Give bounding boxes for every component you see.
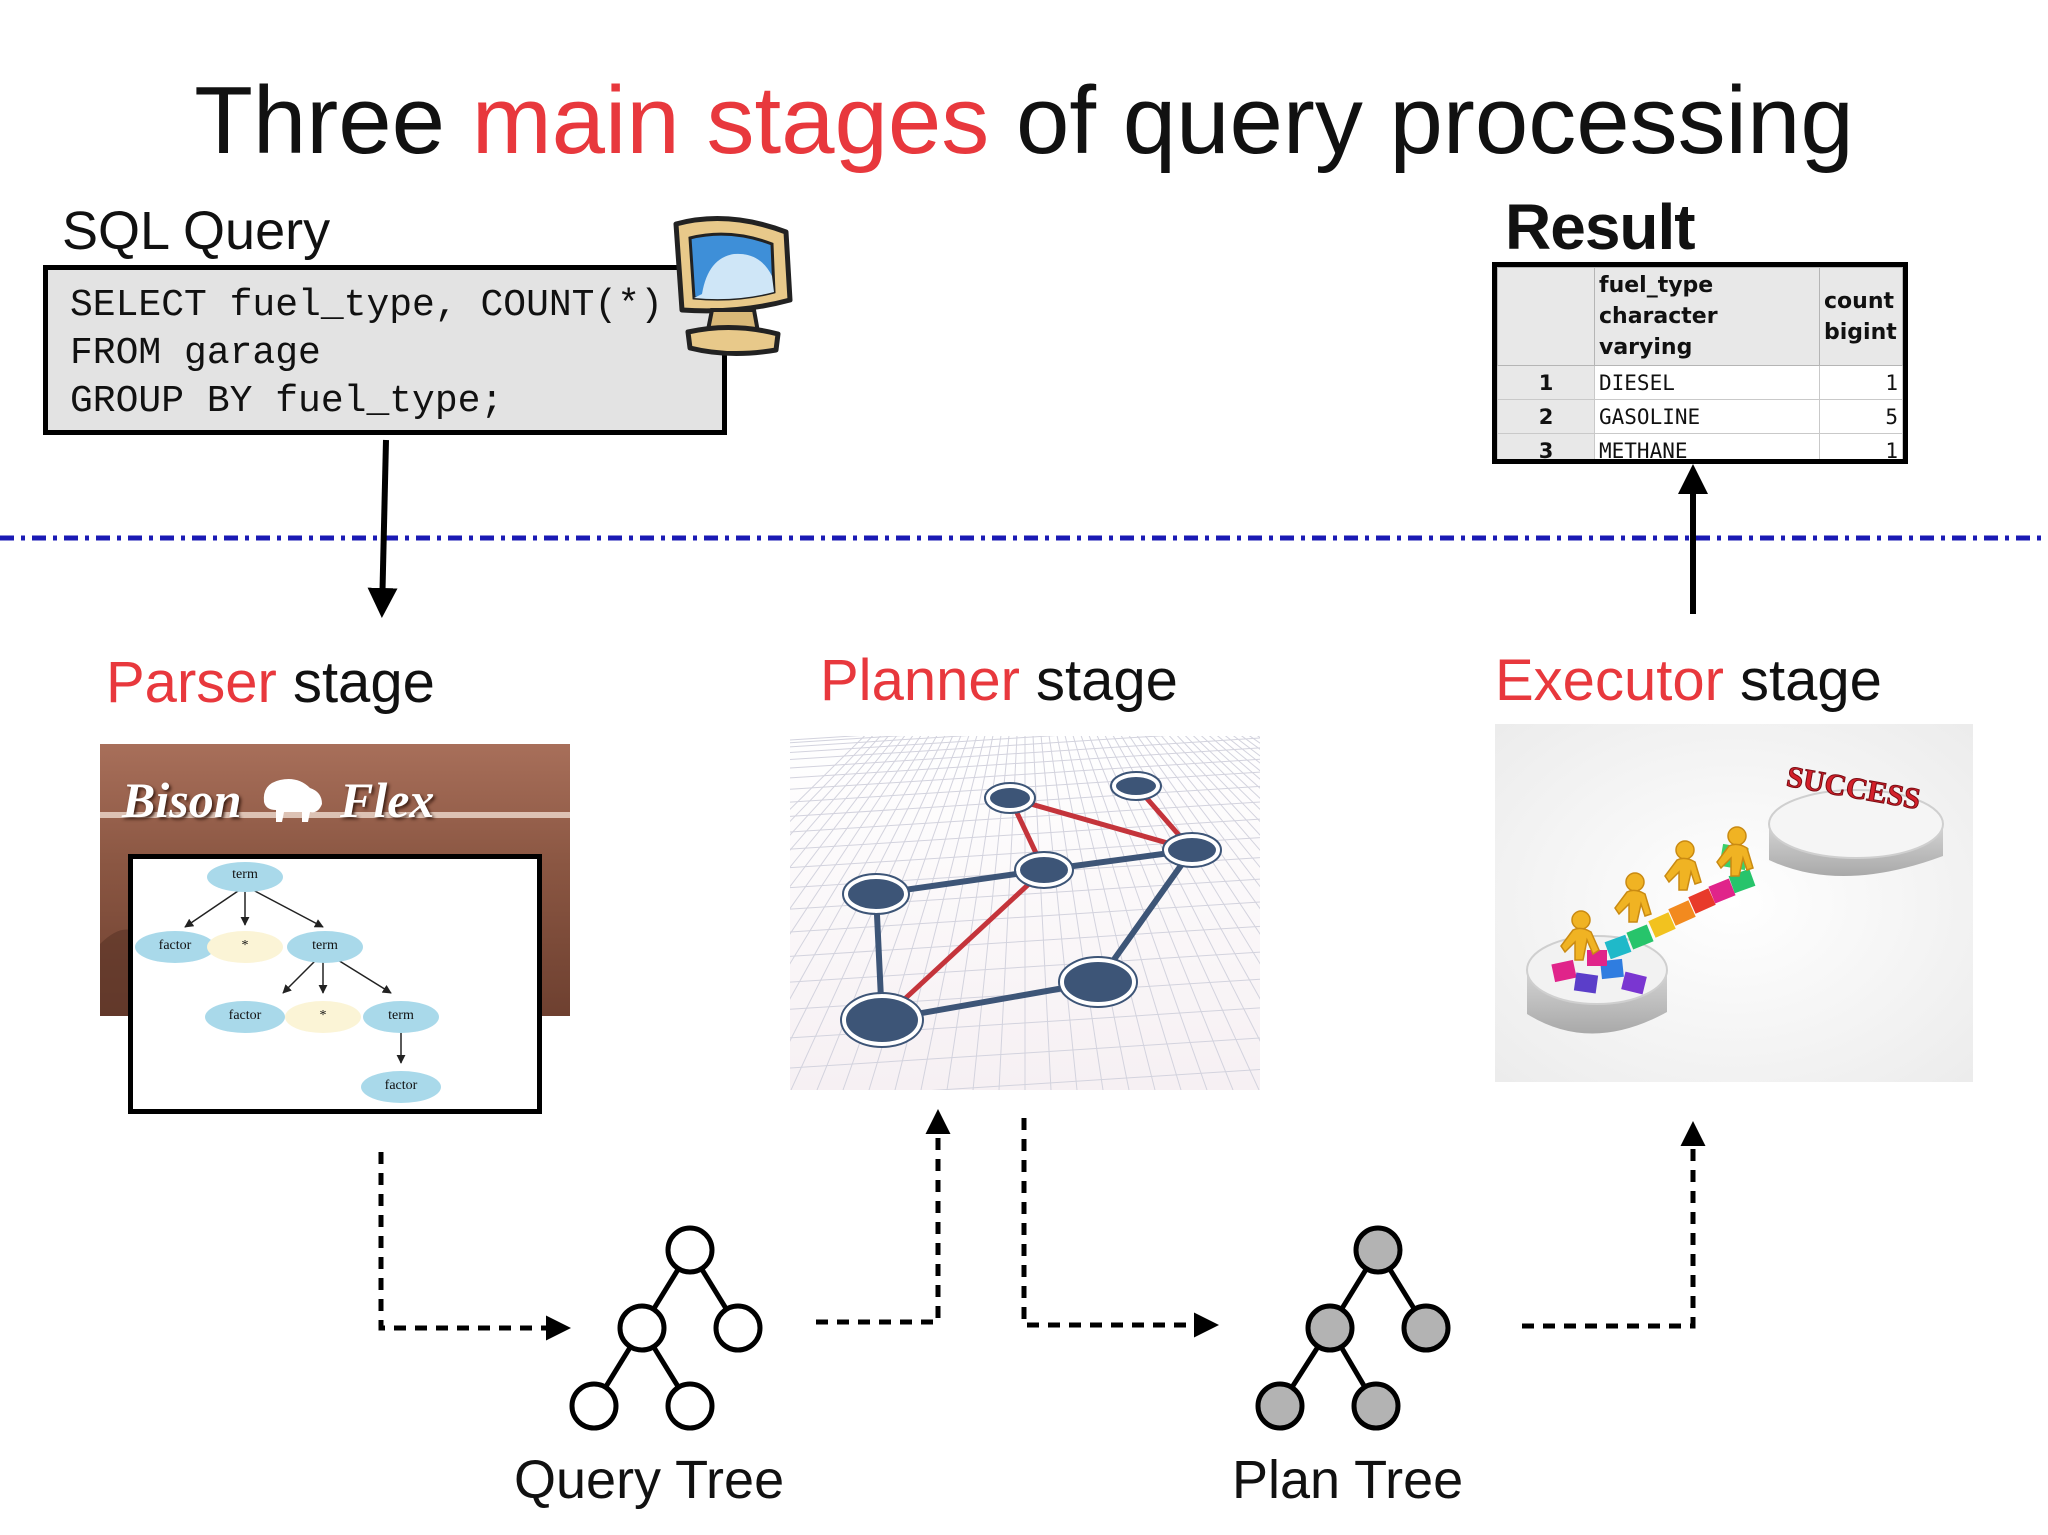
- stage-name: Executor: [1495, 648, 1724, 713]
- bison-logo-text: Bison: [122, 772, 242, 828]
- parse-node: term: [312, 938, 338, 953]
- parser-to-query-tree-arrow: [378, 1152, 571, 1341]
- sql-query-box: SELECT fuel_type, COUNT(*) FROM garage G…: [43, 265, 727, 435]
- plan-tree-to-executor-arrow: [1522, 1121, 1706, 1329]
- stage-name: Parser: [106, 650, 277, 715]
- sql-line: FROM garage: [70, 332, 321, 375]
- title-before: Three: [194, 67, 472, 174]
- sql-line: GROUP BY fuel_type;: [70, 380, 504, 423]
- stage-suffix: stage: [1723, 648, 1882, 713]
- planner-stage-image: [790, 736, 1260, 1090]
- result-table: fuel_type character varying count bigint 1…: [1497, 267, 1903, 459]
- column-name: count: [1824, 288, 1894, 314]
- plan-tree-label: Plan Tree: [1232, 1450, 1464, 1510]
- cell-count: 1: [1819, 433, 1903, 459]
- row-number-header: [1497, 267, 1595, 366]
- planner-to-plan-tree-arrow: [1021, 1118, 1219, 1338]
- cell-count: 1: [1819, 365, 1903, 400]
- cell-fuel-type: DIESEL: [1594, 365, 1820, 400]
- parser-stage-title: Parser stage: [106, 650, 435, 716]
- parser-stage-image: Bison Flex: [100, 744, 570, 1118]
- parse-node: factor: [228, 1008, 262, 1023]
- executor-stage-title: Executor stage: [1495, 648, 1882, 714]
- column-header-count: count bigint: [1819, 267, 1903, 366]
- sql-query-label: SQL Query: [62, 201, 331, 261]
- row-number: 1: [1497, 365, 1595, 400]
- column-name: fuel_type: [1599, 273, 1714, 298]
- column-type: bigint: [1824, 319, 1897, 345]
- parse-tree-box: term factor * term factor * term factor: [128, 854, 542, 1114]
- parse-node: *: [319, 1008, 327, 1023]
- parse-node: term: [388, 1008, 414, 1023]
- table-row: 3 METHANE 1: [1497, 433, 1903, 459]
- query-tree-label: Query Tree: [514, 1450, 785, 1510]
- table-row: 1 DIESEL 1: [1497, 365, 1903, 400]
- query-tree-to-planner-arrow: [816, 1109, 951, 1325]
- result-label: Result: [1505, 191, 1696, 263]
- stage-name: Planner: [820, 648, 1020, 713]
- slide-title: Three main stages of query processing: [0, 66, 2048, 176]
- flex-logo-text: Flex: [340, 772, 435, 828]
- column-type: character varying: [1599, 304, 1718, 360]
- plan-tree-icon: [1255, 1225, 1451, 1431]
- parse-node: term: [232, 867, 258, 882]
- title-after: of query processing: [989, 67, 1854, 174]
- sql-line: SELECT fuel_type, COUNT(*): [70, 284, 663, 327]
- parse-node: *: [241, 938, 249, 953]
- planner-stage-title: Planner stage: [820, 648, 1178, 714]
- parse-node: factor: [158, 938, 192, 953]
- result-table-box: fuel_type character varying count bigint 1…: [1492, 262, 1908, 464]
- row-number: 3: [1497, 433, 1595, 459]
- stage-suffix: stage: [276, 650, 435, 715]
- query-tree-icon: [569, 1225, 763, 1431]
- column-header-fuel-type: fuel_type character varying: [1594, 267, 1820, 366]
- cell-count: 5: [1819, 399, 1903, 434]
- result-header-row: fuel_type character varying count bigint: [1497, 267, 1903, 366]
- executor-stage-image: SUCCESS: [1495, 724, 1973, 1082]
- parse-node: factor: [384, 1078, 418, 1093]
- computer-monitor-icon: [673, 216, 793, 357]
- stage-suffix: stage: [1019, 648, 1178, 713]
- cell-fuel-type: METHANE: [1594, 433, 1820, 459]
- query-to-parser-arrow: [367, 439, 398, 618]
- bison-icon: [263, 779, 322, 822]
- title-highlight: main stages: [471, 67, 990, 174]
